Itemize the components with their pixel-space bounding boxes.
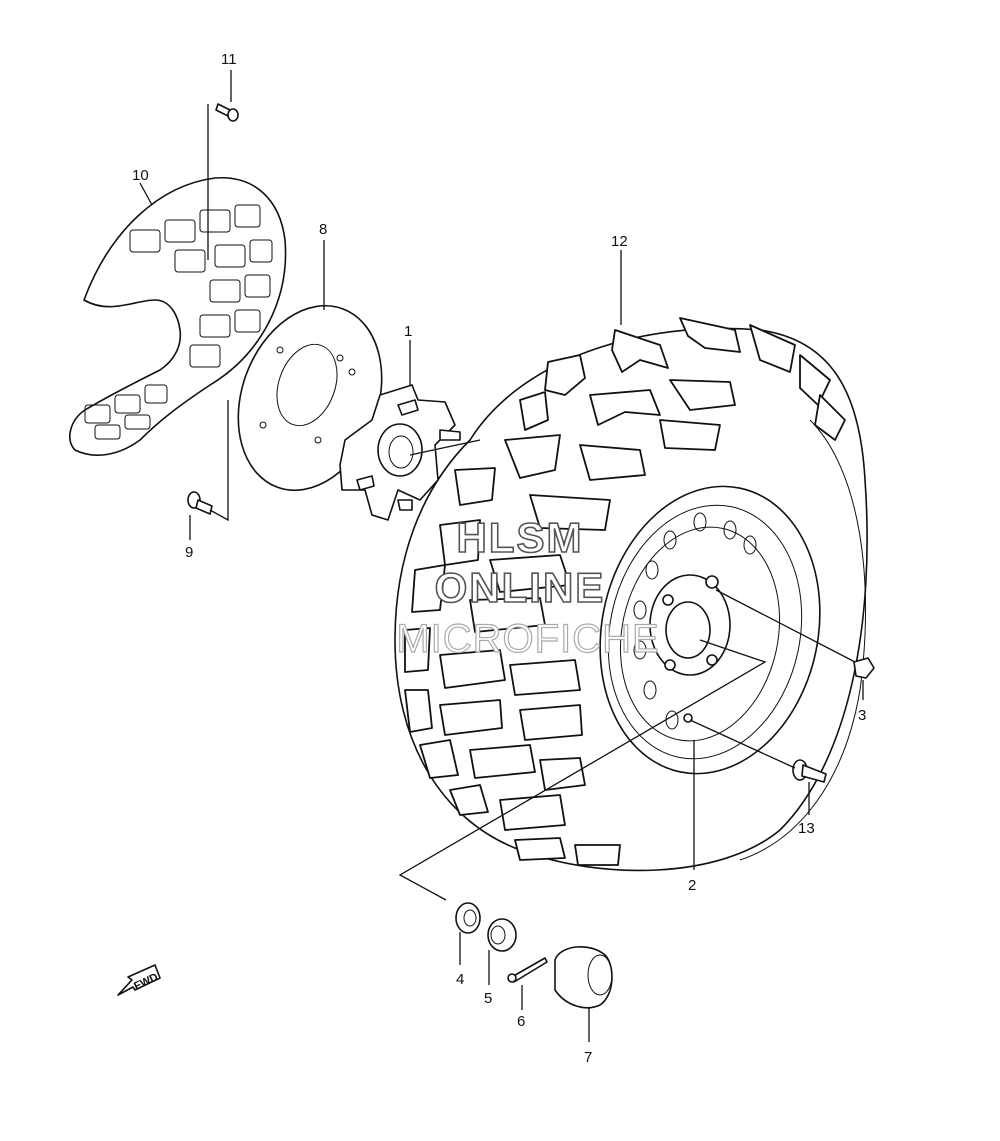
callout-9: 9	[185, 544, 193, 561]
callout-1: 1	[404, 323, 412, 340]
wheel-rim	[599, 485, 821, 775]
castle-nut-5	[487, 918, 517, 952]
fwd-arrow: FWD	[117, 964, 161, 996]
callout-3: 3	[858, 707, 866, 724]
valve-13	[792, 759, 827, 783]
callout-10: 10	[132, 167, 149, 184]
disc-guard	[69, 177, 287, 456]
callout-12: 12	[611, 233, 628, 250]
callout-2: 2	[688, 877, 696, 894]
screw-11	[215, 103, 239, 122]
callouts: 11 10 8 12 1 9 3 13 2 4 5 6 7	[132, 51, 866, 1066]
hub-cap-7	[554, 945, 613, 1009]
watermark: HLSM ONLINE MICROFICHE	[396, 513, 660, 661]
washer-4	[455, 902, 481, 934]
watermark-line1: HLSM	[457, 514, 584, 561]
leader-lines	[139, 70, 864, 1042]
callout-5: 5	[484, 990, 492, 1007]
cotter-pin-6	[507, 957, 548, 983]
callout-4: 4	[456, 971, 464, 988]
wheel-hub	[339, 384, 461, 521]
callout-6: 6	[517, 1013, 525, 1030]
nut-3	[853, 657, 875, 679]
callout-11: 11	[221, 51, 237, 68]
callout-13: 13	[798, 820, 815, 837]
watermark-line3: MICROFICHE	[396, 617, 659, 661]
watermark-line2: ONLINE	[435, 564, 606, 611]
callout-7: 7	[584, 1049, 592, 1066]
bolt-9	[187, 491, 213, 515]
callout-8: 8	[319, 221, 327, 238]
